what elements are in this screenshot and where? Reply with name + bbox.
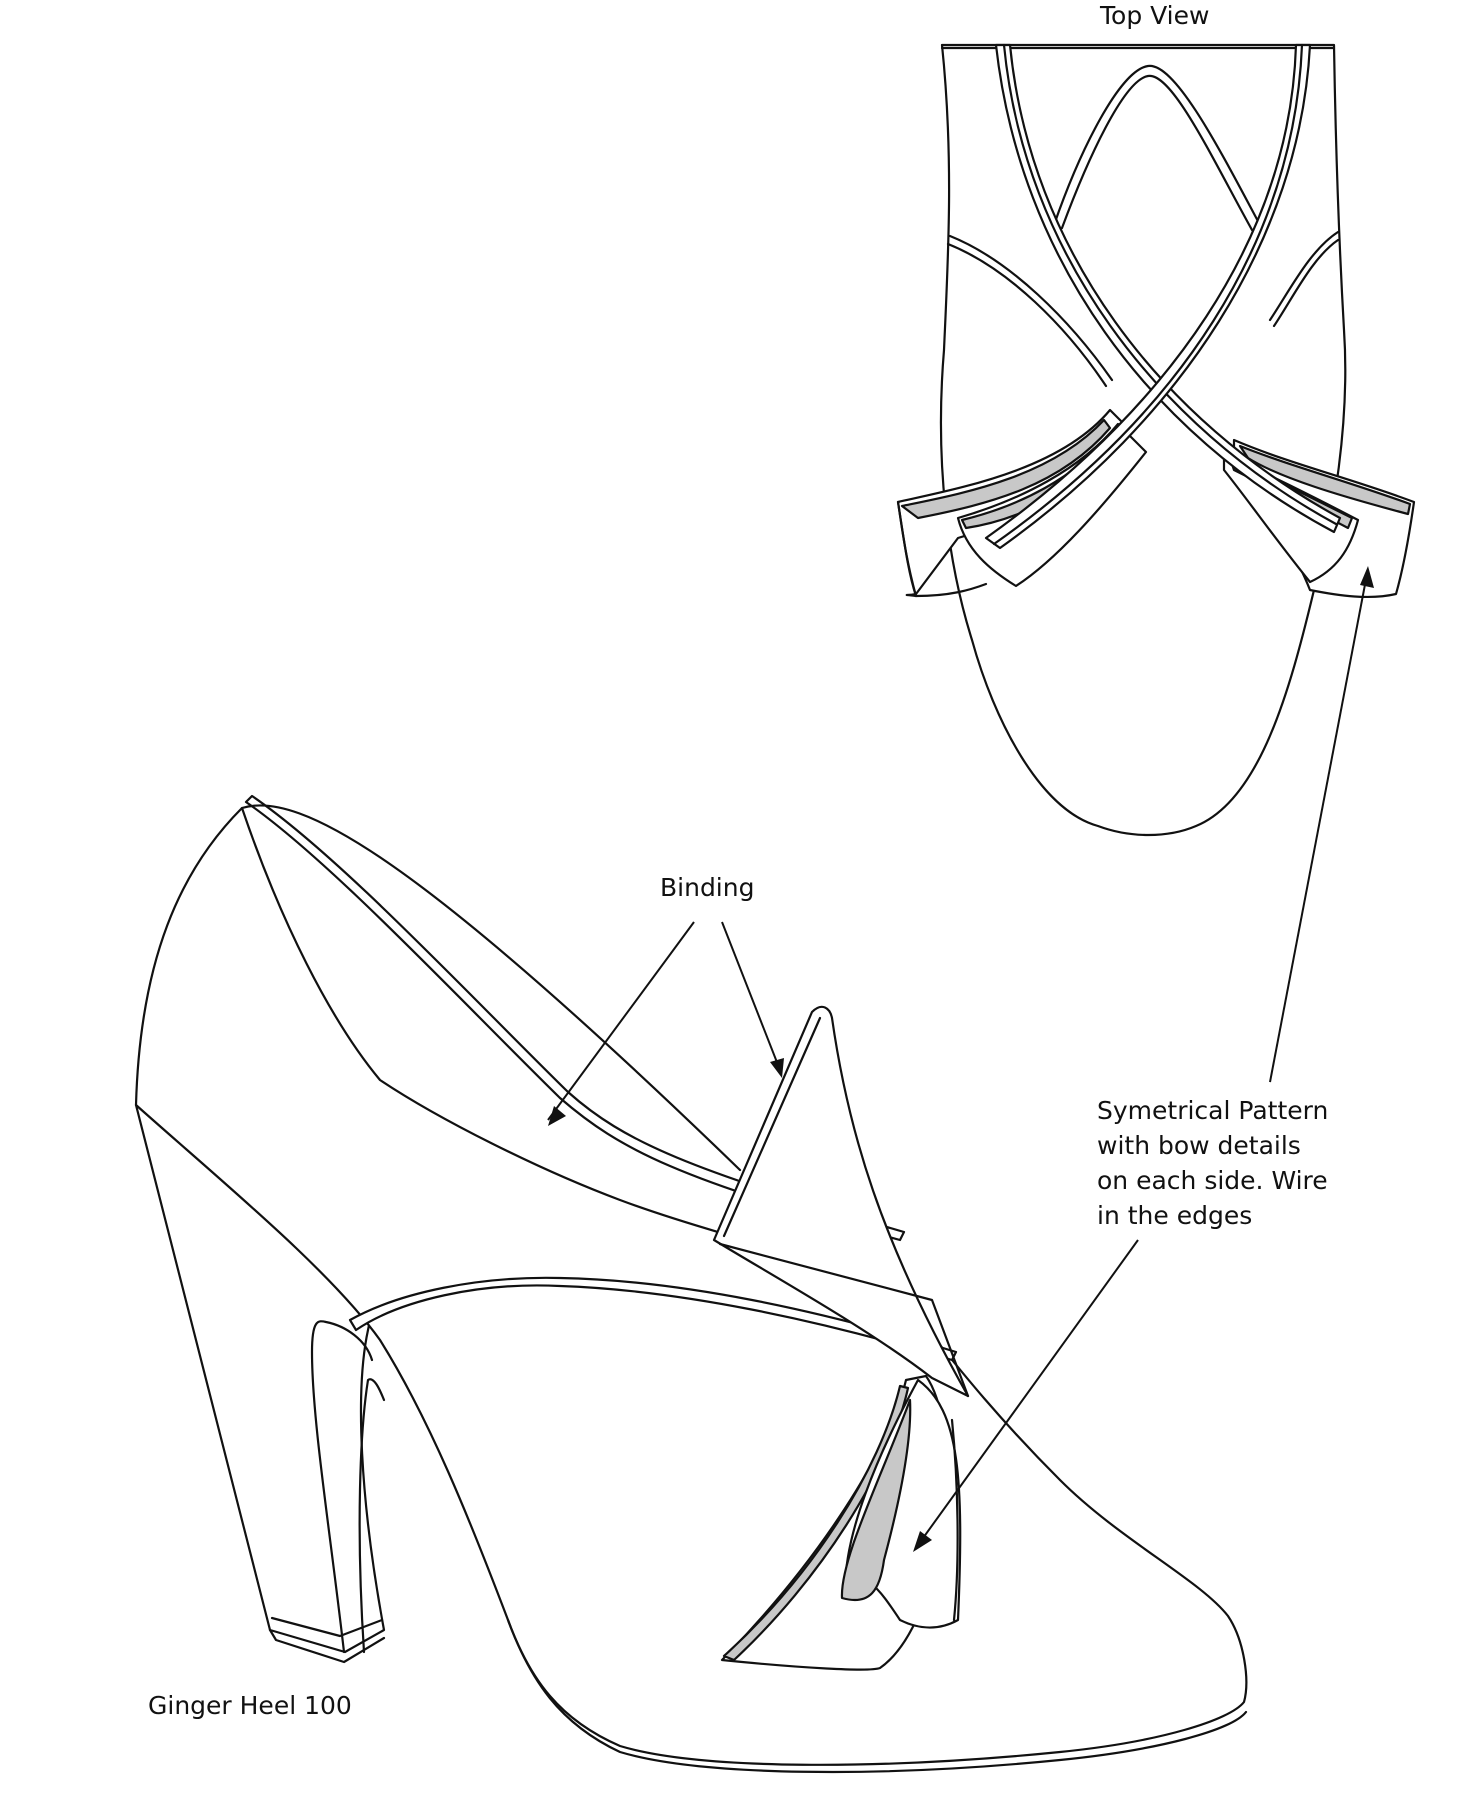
binding-label: Binding	[660, 873, 755, 902]
note-line: with bow details	[1097, 1131, 1301, 1160]
symmetrical-pattern-note: Symetrical Pattern with bow details on e…	[1097, 1093, 1328, 1233]
binding-arrows	[547, 921, 784, 1126]
symmetrical-arrows	[913, 566, 1374, 1552]
top-view-drawing	[896, 43, 1416, 837]
top-view-strap-right	[984, 43, 1312, 550]
collar-binding	[244, 794, 906, 1242]
side-view-drawing	[134, 794, 1248, 1774]
top-view-outline	[939, 43, 1347, 837]
top-view-strap-left	[994, 43, 1342, 534]
note-line: in the edges	[1097, 1201, 1253, 1230]
tongue-flap	[712, 1005, 970, 1398]
model-name-label: Ginger Heel 100	[148, 1691, 352, 1720]
note-line: on each side. Wire	[1097, 1166, 1328, 1195]
note-line: Symetrical Pattern	[1097, 1096, 1329, 1125]
heel-curve	[310, 1320, 374, 1654]
vamp-edge	[348, 1276, 958, 1362]
top-view-label: Top View	[1100, 1, 1210, 30]
